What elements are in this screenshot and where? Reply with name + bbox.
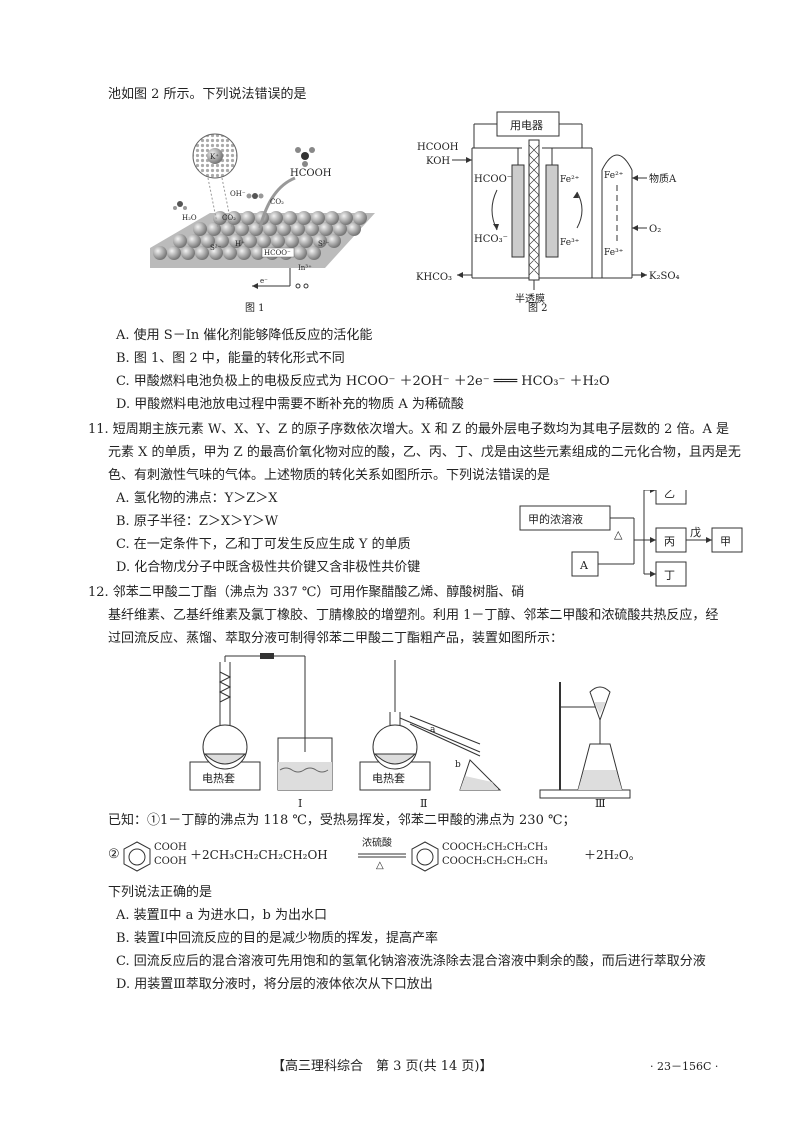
ding-box: 丁 <box>664 569 675 582</box>
eq-ester-2: COOCH₂CH₂CH₂CH₃ <box>442 856 548 867</box>
q10-option-a: A. 使用 S－In 催化剂能够降低反应的活化能 <box>116 328 373 343</box>
fe2-cathode-label: Fe²⁺ <box>560 175 580 185</box>
q11-option-a: A. 氢化物的沸点：Y＞Z＞X <box>116 491 278 506</box>
figure-1-catalyst: K⁺ HCOOH OH⁻ CO₂ H₂O CO₂ S²⁻ H⁺ HCOO⁻ S²… <box>150 133 375 289</box>
membrane-label: 半透膜 <box>515 292 545 305</box>
q12-option-c: C. 回流反应后的混合溶液可先用饱和的氢氧化钠溶液洗涤除去混合溶液中剩余的酸，而… <box>116 954 706 969</box>
q11-option-d: D. 化合物戊分子中既含极性共价键又含非极性共价键 <box>116 560 421 575</box>
hcooh-label: HCOOH <box>290 168 332 179</box>
s-ion-label: S²⁻ <box>210 244 222 252</box>
heater-2-label: 电热套 <box>372 772 405 785</box>
apparatus-1-label: Ⅰ <box>298 797 302 810</box>
h-ion-label: H⁺ <box>235 240 245 248</box>
q12-stem-line-1: 12. 邻苯二甲酸二丁酯（沸点为 337 ℃）可用作聚醋酸乙烯、醇酸树脂、硝 <box>88 585 525 600</box>
footer-page-info: 【高三理科综合 第 3 页(共 14 页)】 <box>272 1059 493 1074</box>
q11-stem-line-2: 元素 X 的单质，甲为 Z 的最高价氧化物对应的酸，乙、丙、丁、戊是由这些元素组… <box>108 445 741 460</box>
figure-1-caption: 图 1 <box>245 303 265 314</box>
appliance-label: 用电器 <box>510 119 543 132</box>
o2-label: O₂ <box>649 224 661 235</box>
k2so4-label: K₂SO₄ <box>649 271 680 282</box>
jia-conc-box: 甲的浓溶液 <box>528 512 583 526</box>
figure-2-fuel-cell: 用电器 HCOOH KOH KHCO₃ HCOO⁻ HCO₃⁻ Fe²⁺ Fe³… <box>416 111 680 305</box>
q12-apparatus-figure: 电热套 Ⅰ 电热套 a b Ⅱ Ⅲ <box>189 653 631 810</box>
wu-label: 戊 <box>690 526 701 539</box>
jia-box: 甲 <box>720 535 731 548</box>
koh-inlet-label: KOH <box>426 156 450 167</box>
heat-symbol: △ <box>614 528 623 541</box>
eq-condition: △ <box>376 860 384 871</box>
substance-a-label: 物质A <box>649 172 677 185</box>
q12-option-a: A. 装置Ⅱ中 a 为进水口，b 为出水口 <box>116 908 327 923</box>
k-ion-label: K⁺ <box>210 153 219 161</box>
eq-ester-1: COOCH₂CH₂CH₂CH₃ <box>442 842 548 853</box>
yi-box: 乙 <box>664 490 675 500</box>
port-a-label: a <box>430 725 436 735</box>
apparatus-2-label: Ⅱ <box>420 797 427 810</box>
eq-cooh-2: COOH <box>154 856 187 867</box>
oh-label: OH⁻ <box>230 190 246 198</box>
q12-option-d: D. 用装置Ⅲ萃取分液时，将分层的液体依次从下口放出 <box>116 977 433 992</box>
q12-question: 下列说法正确的是 <box>108 885 213 900</box>
in-ion-label: In³⁺ <box>298 264 312 272</box>
port-b-label: b <box>455 760 461 770</box>
q10-option-c: C. 甲酸燃料电池负极上的电极反应式为 HCOO⁻ ＋2OH⁻ ＋2e⁻ ═══… <box>116 374 610 389</box>
eq-product-2: ＋2H₂O。 <box>584 848 641 862</box>
eq-arrow <box>358 853 406 858</box>
bing-box: 丙 <box>664 535 675 548</box>
hcoo-label: HCOO⁻ <box>264 249 291 257</box>
q12-known-1: 已知：①1－丁醇的沸点为 118 ℃，受热易挥发，邻苯二甲酸的沸点为 230 ℃… <box>108 813 576 828</box>
co2-label-2: CO₂ <box>222 214 236 222</box>
q11-stem-line-3: 色、有刺激性气味的气体。上述物质的转化关系如图所示。下列说法错误的是 <box>108 468 551 483</box>
q10-option-d: D. 甲酸燃料电池放电过程中需要不断补充的物质 A 为稀硫酸 <box>116 397 464 412</box>
h2o-label: H₂O <box>182 214 197 222</box>
apparatus-3-label: Ⅲ <box>595 797 606 810</box>
eq-catalyst: 浓硫酸 <box>362 838 392 849</box>
q12-stem-line-3: 过回流反应、蒸馏、萃取分液可制得邻苯二甲酸二丁酯粗产品，装置如图所示： <box>108 631 564 646</box>
electron-label: e⁻ <box>260 277 268 285</box>
q11-option-c: C. 在一定条件下，乙和丁可发生反应生成 Y 的单质 <box>116 537 411 552</box>
fe3-cathode-label: Fe³⁺ <box>560 238 580 248</box>
q12-option-b: B. 装置Ⅰ中回流反应的目的是减少物质的挥发，提高产率 <box>116 931 438 946</box>
eq-reactant-2: ＋2CH₃CH₂CH₂CH₂OH <box>190 848 328 862</box>
eq-number: ② <box>108 847 120 862</box>
intro-line: 池如图 2 所示。下列说法错误的是 <box>108 87 307 102</box>
co2-label: CO₂ <box>270 198 284 206</box>
q12-stem-line-2: 基纤维素、乙基纤维素及氯丁橡胶、丁腈橡胶的增塑剂。利用 1－丁醇、邻苯二甲酸和浓… <box>108 608 719 623</box>
benzene-ring-1 <box>123 841 151 872</box>
q10-option-b: B. 图 1、图 2 中，能量的转化形式不同 <box>116 351 345 366</box>
hcooh-inlet-label: HCOOH <box>417 142 459 153</box>
khco3-outlet-label: KHCO₃ <box>416 272 452 283</box>
eq-cooh-1: COOH <box>154 842 187 853</box>
hcoo-anode-label: HCOO⁻ <box>474 174 512 185</box>
figure-2-caption: 图 2 <box>528 303 548 314</box>
q11-option-b: B. 原子半径：Z＞X＞Y＞W <box>116 514 279 529</box>
hco3-anode-label: HCO₃⁻ <box>474 234 508 245</box>
heater-1-label: 电热套 <box>202 772 235 785</box>
benzene-ring-2 <box>411 841 439 872</box>
fe2-column-label: Fe²⁺ <box>604 171 624 181</box>
q11-stem-line-1: 11. 短周期主族元素 W、X、Y、Z 的原子序数依次增大。X 和 Z 的最外层… <box>88 422 730 437</box>
s-ion-label-2: S²⁻ <box>318 240 330 248</box>
q12-reaction-equation: ② COOH COOH ＋2CH₃CH₂CH₂CH₂OH 浓硫酸 △ COOCH… <box>108 838 668 878</box>
q11-conversion-diagram: 甲的浓溶液 A △ 乙 丙 丁 戊 甲 <box>519 490 743 587</box>
fe3-column-label: Fe³⁺ <box>604 248 624 258</box>
footer-code: · 23－156C · <box>650 1060 719 1073</box>
a-box: A <box>579 559 589 572</box>
